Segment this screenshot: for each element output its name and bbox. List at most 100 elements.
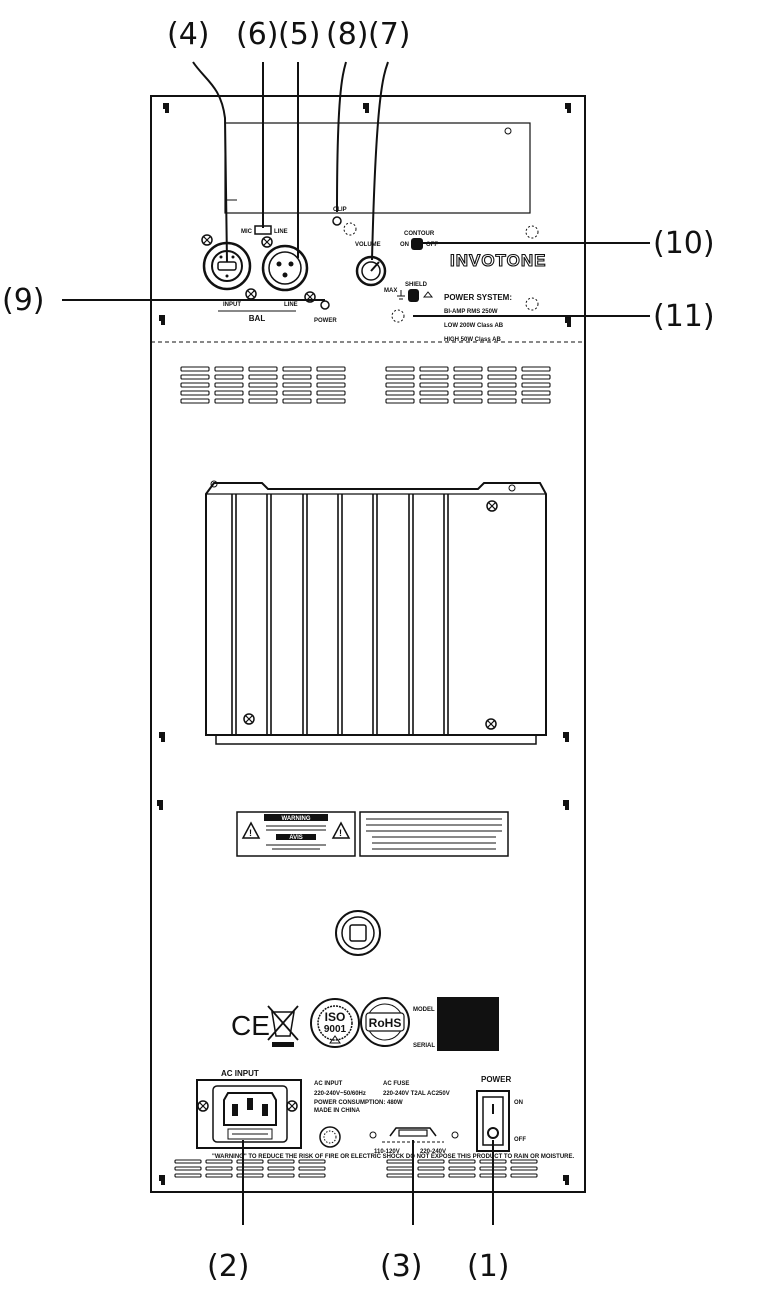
ground-icon xyxy=(397,290,405,300)
mounting-hole xyxy=(391,309,405,323)
vent-slot xyxy=(487,382,517,388)
serial-label: SERIAL xyxy=(413,1043,435,1049)
vent-slot xyxy=(214,390,244,396)
max-label: MAX xyxy=(384,288,397,294)
callout-10: (10) xyxy=(653,226,715,261)
rohs-text: RoHS xyxy=(369,1016,402,1030)
vent-slot xyxy=(214,398,244,404)
warning-label: ! ! WARNING AVIS xyxy=(236,811,356,857)
vent-slot xyxy=(316,374,346,380)
vent-slot xyxy=(453,390,483,396)
vent-slot xyxy=(248,374,278,380)
power-system-line2: LOW 200W Class AB xyxy=(444,323,504,329)
vent-slot xyxy=(419,382,449,388)
contour-label: CONTOUR xyxy=(404,231,435,237)
selector-hole xyxy=(451,1131,459,1139)
vent-slot xyxy=(174,1159,202,1164)
power-on-label: ON xyxy=(514,1100,523,1106)
avis-title: AVIS xyxy=(289,835,303,841)
vent-slot xyxy=(282,390,312,396)
power-system-heading: POWER SYSTEM: xyxy=(444,293,512,302)
vent-slot xyxy=(267,1159,295,1164)
vent-slot xyxy=(236,1159,264,1164)
model-label: MODEL xyxy=(413,1007,435,1013)
power-system-line3: HIGH 50W Class AB xyxy=(444,337,501,343)
heatsink-tab xyxy=(508,484,516,492)
vent-slot xyxy=(267,1173,295,1178)
vent-slot xyxy=(180,374,210,380)
callout-9: (9) xyxy=(2,283,45,318)
vent-slot xyxy=(205,1166,233,1171)
handle-socket xyxy=(335,910,381,956)
vent-slot xyxy=(248,398,278,404)
power-system-line1: BI-AMP RMS 250W xyxy=(444,309,498,315)
heatsink xyxy=(205,482,547,745)
callout-6: (6) xyxy=(236,17,279,52)
heatsink-fin xyxy=(302,494,308,735)
vent-slot xyxy=(282,382,312,388)
mounting-hole xyxy=(525,297,539,311)
vent-slot xyxy=(521,398,551,404)
mounting-hole xyxy=(343,222,357,236)
input-label: INPUT xyxy=(223,302,241,308)
heatsink-tab xyxy=(210,480,218,488)
vent-slot xyxy=(174,1173,202,1178)
voltage-220-label: 220-240V xyxy=(420,1149,446,1155)
vent-slot xyxy=(417,1173,445,1178)
heatsink-fin xyxy=(337,494,343,735)
leader-8 xyxy=(336,61,347,213)
ac-fuse-value: 220-240V T2AL AC250V xyxy=(383,1091,450,1097)
iso-text: ISO xyxy=(325,1010,346,1024)
vent-slot xyxy=(298,1159,326,1164)
vent-slot xyxy=(316,382,346,388)
vent-slot xyxy=(417,1166,445,1171)
vent-slot xyxy=(205,1159,233,1164)
mic-label: MIC xyxy=(241,229,253,235)
callout-8: (8) xyxy=(326,17,369,52)
vent-slot xyxy=(510,1166,538,1171)
vent-slot xyxy=(385,390,415,396)
vent-slot xyxy=(316,366,346,372)
callout-1: (1) xyxy=(467,1249,510,1284)
vent-slot xyxy=(487,366,517,372)
heatsink-fin xyxy=(372,494,378,735)
callout-11: (11) xyxy=(653,299,715,334)
clip-label: CLIP xyxy=(333,207,347,213)
vent-slot xyxy=(453,398,483,404)
vent-slot xyxy=(385,366,415,372)
vent-slot xyxy=(453,366,483,372)
vent-slot xyxy=(448,1159,476,1164)
line-out-label: LINE xyxy=(284,302,298,308)
vent-slots-upper-left xyxy=(180,366,346,404)
vent-slots-upper-right xyxy=(385,366,551,404)
heatsink-fin xyxy=(443,494,449,735)
vent-slot xyxy=(521,366,551,372)
iso-9001-seal: ISO 9001 xyxy=(310,998,360,1048)
ac-input-value: 220-240V~50/60Hz xyxy=(314,1091,366,1097)
fcc-label xyxy=(359,811,509,857)
vent-slot xyxy=(521,374,551,380)
vent-slot xyxy=(448,1166,476,1171)
callout-4: (4) xyxy=(167,17,210,52)
vent-slot xyxy=(236,1166,264,1171)
selector-hole xyxy=(369,1131,377,1139)
heatsink-fin xyxy=(408,494,414,735)
svg-text:!: ! xyxy=(339,828,342,838)
vent-slot xyxy=(487,398,517,404)
volume-label: VOLUME xyxy=(355,242,381,248)
vent-slot xyxy=(510,1173,538,1178)
vent-slot xyxy=(214,382,244,388)
rohs-seal: RoHS xyxy=(360,997,410,1047)
power-consumption: POWER CONSUMPTION: 480W xyxy=(314,1100,403,1106)
callout-7: (7) xyxy=(368,17,411,52)
volume-knob xyxy=(355,255,387,287)
ac-input-title: AC INPUT xyxy=(221,1069,259,1078)
bottom-warning: "WARNING" TO REDUCE THE RISK OF FIRE OR … xyxy=(212,1154,574,1160)
vent-slot xyxy=(248,390,278,396)
heatsink-fin xyxy=(266,494,272,735)
callout-2: (2) xyxy=(207,1249,250,1284)
power-switch-label: POWER xyxy=(481,1075,511,1084)
ac-input-socket xyxy=(196,1079,302,1149)
power-led-label: POWER xyxy=(314,318,337,324)
